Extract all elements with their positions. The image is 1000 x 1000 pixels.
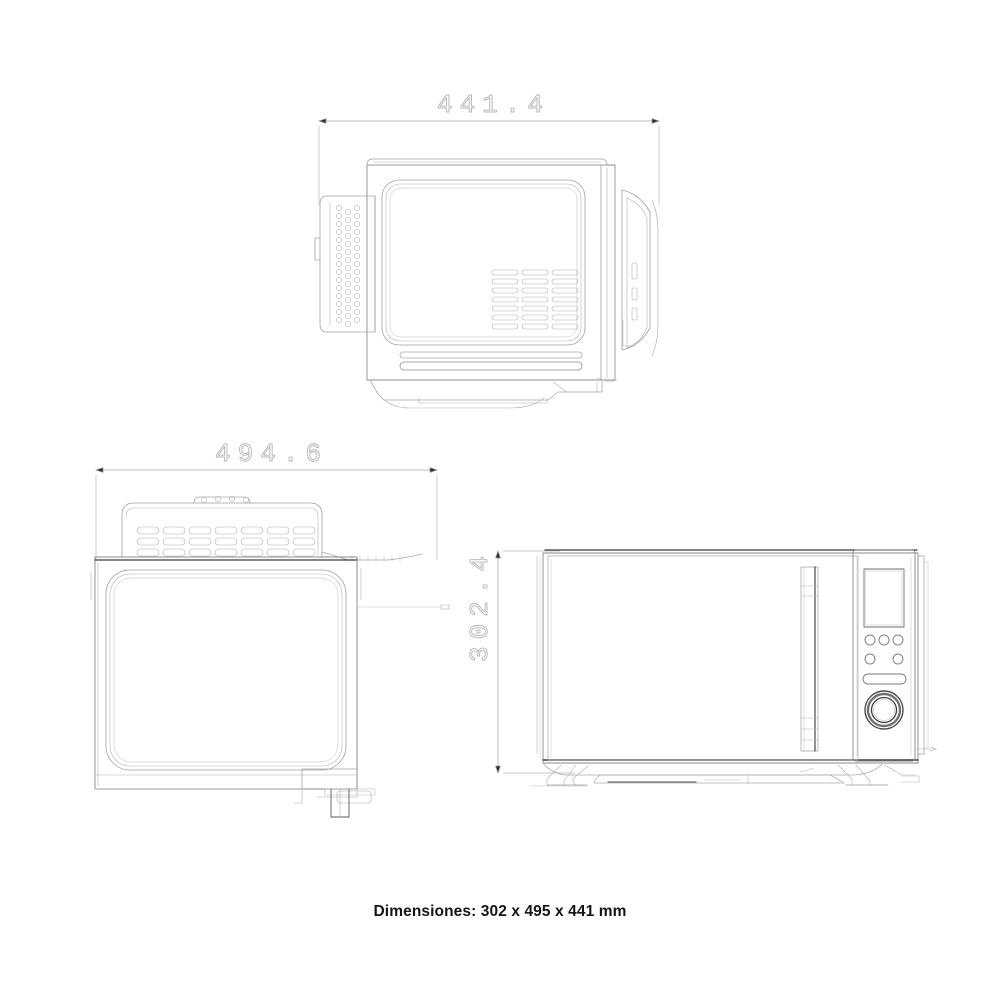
top-door-rails <box>399 351 583 371</box>
top-body-outline <box>366 158 616 381</box>
caption-dimensions: Dimensiones: 302 x 495 x 441 mm <box>373 903 627 920</box>
front-door-panel <box>547 555 859 761</box>
front-button-3 <box>892 634 904 646</box>
dimension-494-6: 494.6 <box>95 439 438 561</box>
rear-door-panel <box>105 569 347 771</box>
top-base-outline <box>369 377 618 409</box>
top-control-housing <box>621 189 659 357</box>
front-button-row-mid <box>864 653 904 665</box>
front-view: 302.4 <box>465 549 938 787</box>
front-base <box>529 762 920 787</box>
perforation-pattern <box>335 205 360 327</box>
rear-body-outline <box>90 556 450 790</box>
rear-top-grille <box>121 496 423 562</box>
front-rotary-knob <box>864 690 904 730</box>
dimension-label-302-4: 302.4 <box>465 549 495 662</box>
top-vent-slot-grid <box>491 269 579 330</box>
front-control-panel <box>852 549 938 762</box>
top-left-vent-module <box>314 195 376 333</box>
rear-base-plinth <box>94 768 376 804</box>
front-button-row-top <box>864 634 904 646</box>
top-door-frame <box>381 179 586 346</box>
rear-power-cord-stub <box>330 788 350 818</box>
front-button-5 <box>892 653 904 665</box>
front-button-1 <box>864 634 876 646</box>
dimension-label-441-4: 441.4 <box>437 90 550 120</box>
front-display-screen <box>863 568 905 628</box>
front-button-4 <box>864 653 876 665</box>
front-pill-button <box>862 673 907 685</box>
rear-view: 494.6 <box>90 439 450 818</box>
dimension-441-4: 441.4 <box>318 90 660 206</box>
dimension-302-4: 302.4 <box>465 549 576 774</box>
top-view: 441.4 <box>314 90 660 409</box>
dimension-label-494-6: 494.6 <box>215 439 328 469</box>
front-button-2 <box>878 634 890 646</box>
rear-grille-slots <box>136 526 316 557</box>
front-door-handle <box>800 566 819 752</box>
front-body-outline <box>536 549 929 764</box>
